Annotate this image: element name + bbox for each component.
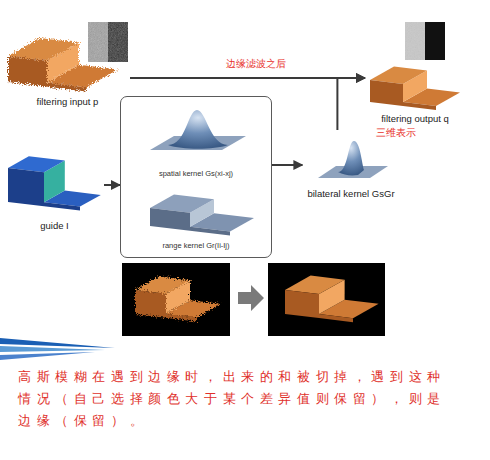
connector-arrow [104,184,120,186]
icon-noise [405,22,425,60]
smooth-image-icon [405,22,445,60]
surface-face [166,314,197,322]
slide-stripe [0,352,95,360]
figure-node: spatial kernel Gs(xi-xj) [127,101,265,179]
icon-half [405,22,425,60]
node-label: bilateral kernel GsGr [305,188,396,200]
node-label: filtering input p [35,96,101,108]
surface-face [8,156,65,172]
process-arrow [238,285,264,311]
surface-face [403,102,436,110]
connector-arrow [272,164,302,166]
surface-face [44,191,101,207]
surface-face [319,280,345,314]
surface-face [150,208,190,231]
surface-face [166,280,190,314]
noisy-surface [8,38,118,91]
node-label: filtering output q [379,113,451,125]
surface-face [285,276,345,295]
surface-face [8,56,47,87]
figure-node: filtering output q [365,18,465,125]
surface-face [150,195,214,213]
surface-face [47,65,118,88]
smooth-surface [285,276,379,323]
kernel-bump [168,110,228,149]
figure-node: guide I [5,140,104,232]
connector-arrow [337,78,365,130]
slide-stripe [0,346,105,352]
slide-stripe [0,338,115,348]
kernel-plate [318,166,388,178]
figure-node: filtering input p [5,18,130,108]
example-panel [122,263,230,336]
icon-half [425,22,445,60]
figure-node: bilateral kernel GsGr [302,130,399,200]
surface-face [319,300,379,319]
icon-half [88,22,108,62]
surface-face [190,213,254,231]
edge-label: 边缘滤波之后 [223,57,289,70]
gaussian-kernel [150,110,246,150]
surface-face [135,277,190,294]
smooth-surface [370,67,460,110]
node-label: spatial kernel Gs(xi-xj) [157,169,235,179]
surface-face [370,80,403,106]
guide-surface [8,156,101,210]
surface-face [370,67,427,85]
surface-face [47,43,79,83]
noisy-surface [135,277,221,322]
surface-face [135,290,166,318]
surface-face [190,227,230,236]
surface-face [190,199,214,227]
annotation-note: 三维表示 [376,126,416,139]
example-panel [268,263,385,336]
surface-face [44,161,65,203]
figure-node: range kernel Gr(Ii-Ij) [127,181,265,251]
surface-face [319,314,353,322]
range-surface [150,195,254,236]
icon-noise [88,22,128,62]
surface-face [8,38,79,61]
surface-face [47,83,86,92]
noisy-image-icon [88,22,128,62]
connector-arrow [130,77,365,79]
caption-note: 高斯模糊在遇到边缘时，出来的和被切掉，遇到这种情况（自己选择颜色大于某个差异值则… [18,366,448,432]
bilateral-kernel [318,141,388,178]
surface-face [403,89,460,106]
node-label: range kernel Gr(Ii-Ij) [160,241,231,251]
icon-half [108,22,128,62]
kernel-bump [338,141,364,175]
surface-face [403,71,427,103]
node-label: guide I [38,220,71,232]
surface-face [8,168,44,206]
surface-face [166,300,221,317]
kernel-group-box: spatial kernel Gs(xi-xj) range kernel Gr(… [120,96,272,258]
surface-face [44,202,80,210]
kernel-plate [150,136,246,150]
surface-face [285,290,319,318]
